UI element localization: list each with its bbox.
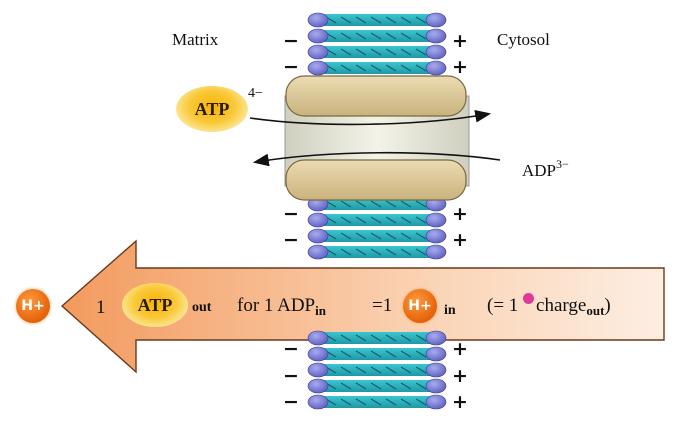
atp-label: ATP — [194, 98, 230, 119]
lipid-head — [425, 244, 447, 260]
lipid-head — [425, 44, 447, 60]
minus-sign: − — [283, 338, 299, 360]
lipid-head — [425, 346, 447, 362]
lipid-head — [307, 212, 329, 228]
charge-word: charge — [536, 295, 587, 316]
minus-sign: − — [283, 30, 299, 52]
lipid-head — [307, 12, 329, 28]
adp-molecule: ADP3− — [522, 158, 569, 179]
lipid-head — [425, 60, 447, 76]
negative-charge-icon — [523, 293, 535, 304]
lipid-row — [307, 378, 447, 394]
atp-out-sub: out — [192, 300, 212, 315]
lipid-head — [425, 378, 447, 394]
lipid-head — [425, 228, 447, 244]
plus-sign: + — [452, 391, 468, 413]
adp-import-arrow — [252, 151, 501, 167]
transporter-protein — [249, 75, 501, 201]
adp-charge: 3− — [556, 157, 569, 171]
lipid-head — [425, 362, 447, 378]
lipid-head — [307, 330, 329, 346]
plus-sign: + — [452, 338, 468, 360]
h-plus-label: H+ — [21, 298, 45, 314]
minus-sign: − — [283, 229, 299, 251]
lipid-head — [307, 228, 329, 244]
lipid-head — [425, 330, 447, 346]
lipid-head — [307, 394, 329, 410]
transporter-bottom-cap — [285, 159, 467, 201]
lipid-head — [425, 12, 447, 28]
minus-sign: − — [283, 365, 299, 387]
lipid-head — [425, 394, 447, 410]
lipid-row — [307, 394, 447, 410]
charge-out-sub: out — [586, 303, 605, 318]
plus-sign: + — [452, 56, 468, 78]
atp-out-molecule: ATP — [122, 283, 188, 327]
plus-sign: + — [452, 30, 468, 52]
minus-sign: − — [283, 203, 299, 225]
for-adp-label: for 1 ADP — [237, 295, 316, 316]
paren-open: (= 1 — [487, 295, 519, 316]
lipid-row — [307, 228, 447, 244]
lipid-row — [307, 28, 447, 44]
atp-export-arrow — [249, 109, 492, 126]
atp-molecule: ATP — [176, 86, 248, 132]
minus-sign: − — [283, 391, 299, 413]
lipid-row — [307, 244, 447, 260]
h-plus-ion: H+ — [16, 289, 50, 323]
lipid-head — [425, 212, 447, 228]
plus-sign: + — [452, 229, 468, 251]
plus-sign: + — [452, 203, 468, 225]
lipid-head — [425, 28, 447, 44]
atp-out-label: ATP — [137, 294, 173, 315]
lipid-row — [307, 346, 447, 362]
cytosol-label: Cytosol — [497, 30, 550, 49]
lipid-head — [307, 28, 329, 44]
lipid-head — [307, 44, 329, 60]
matrix-label: Matrix — [172, 30, 219, 49]
lipid-bilayer-front — [307, 330, 447, 410]
lipid-head — [307, 60, 329, 76]
transporter-top-cap — [285, 75, 467, 117]
lipid-row — [307, 60, 447, 76]
lipid-row — [307, 330, 447, 346]
minus-sign: − — [283, 56, 299, 78]
paren-close: ) — [604, 295, 611, 316]
lipid-row — [307, 44, 447, 60]
lipid-head — [307, 378, 329, 394]
for-adp-text: for 1 ADPin — [237, 296, 326, 317]
equals-one: =1 — [372, 295, 393, 316]
lipid-head — [307, 346, 329, 362]
h-plus-in-label: H+ — [408, 298, 432, 314]
proton-flow-arrow — [60, 239, 665, 374]
lipid-row — [307, 12, 447, 28]
equation-count: 1 — [96, 297, 106, 318]
atp-charge: 4− — [248, 86, 263, 101]
adp-label: ADP — [522, 161, 557, 180]
lipid-row — [307, 212, 447, 228]
lipid-row — [307, 362, 447, 378]
lipid-head — [307, 362, 329, 378]
charge-expression: (= 1 chargeout) — [487, 293, 611, 318]
h-in-sub: in — [444, 303, 456, 318]
lipid-head — [307, 244, 329, 260]
adp-in-sub: in — [315, 303, 326, 318]
h-plus-in-ion: H+ — [403, 289, 437, 323]
proton-arrow-layer — [60, 239, 665, 374]
plus-sign: + — [452, 365, 468, 387]
